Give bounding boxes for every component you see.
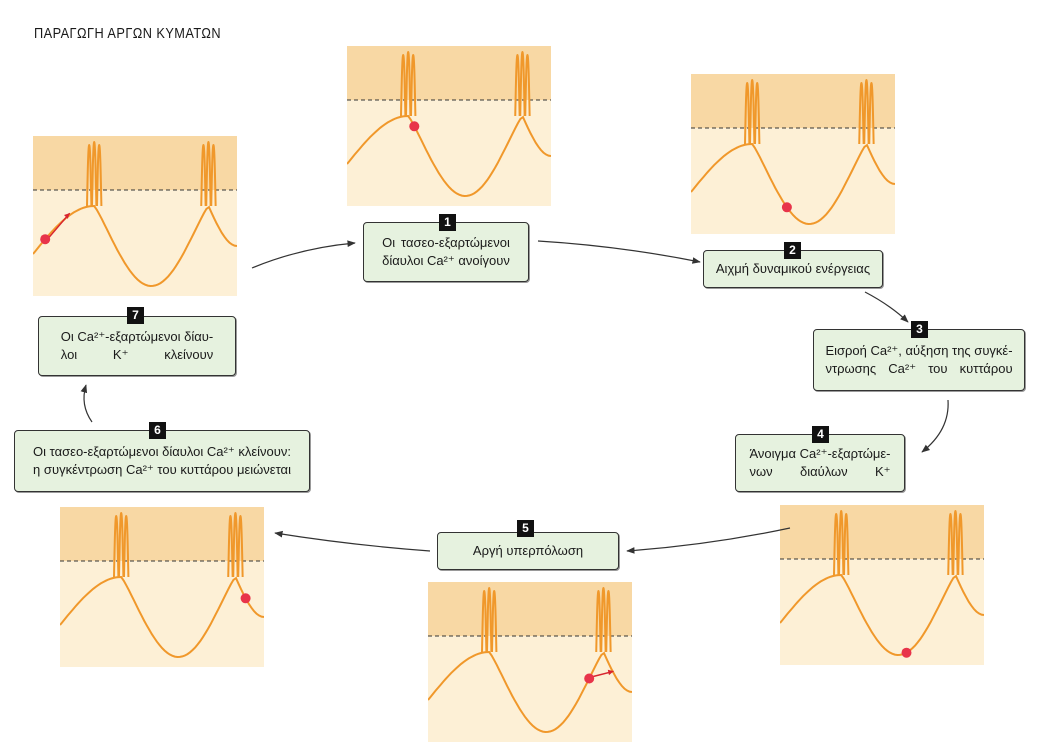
step-7-box: Οι Ca²⁺-εξαρτώμενοι δίαυ-λοι K⁺ κλείνουν [38, 316, 236, 376]
step-3-box: Εισροή Ca²⁺, αύξηση της συγκέ-ντρωσης Ca… [813, 329, 1025, 391]
arrow-3-to-4 [921, 399, 949, 453]
waveform-svg [347, 46, 551, 206]
phase-marker [584, 673, 595, 684]
spike-mark [491, 589, 498, 653]
slow-wave-line [428, 650, 632, 734]
waveform-panel-step-7 [33, 136, 237, 296]
spike-mark [91, 140, 98, 207]
spike-mark [754, 81, 761, 145]
trend-arrow-head [607, 669, 614, 676]
waveform-svg [691, 74, 895, 234]
step-4-line-1: Άνοιγμα Ca²⁺-εξαρτώμε- [749, 446, 891, 462]
spike-mark [833, 512, 840, 576]
spike-mark [600, 586, 607, 653]
spike-mark [843, 512, 850, 576]
spike-mark [744, 81, 751, 145]
spike-mark [952, 509, 959, 576]
waveform-panel-step-6 [60, 507, 264, 667]
spike-mark [863, 78, 870, 145]
phase-marker [901, 647, 912, 658]
arrow-1-to-2 [537, 240, 701, 264]
spike-mark [858, 81, 865, 145]
waveform-panel-step-5 [428, 582, 632, 742]
step-2-badge: 2 [784, 242, 801, 259]
spike-mark [113, 514, 120, 578]
spike-mark [838, 509, 845, 576]
spike-mark [118, 511, 125, 578]
arrow-7-to-1 [251, 240, 356, 269]
spike-mark [957, 512, 964, 576]
waveform-panel-step-2 [691, 74, 895, 234]
phase-marker [240, 593, 251, 604]
spike-mark [400, 53, 407, 117]
slow-wave-line [60, 575, 264, 659]
phase-marker [781, 202, 792, 213]
step-3-line-1: Εισροή Ca²⁺, αύξηση της συγκέ- [825, 343, 1013, 359]
spike-mark [86, 143, 93, 207]
spike-mark [519, 50, 526, 117]
spike-mark [123, 514, 130, 578]
waveform-svg [33, 136, 237, 296]
step-7-line-2: λοι K⁺ κλείνουν [60, 347, 214, 362]
arrow-5-to-6 [274, 530, 431, 552]
step-4-box: Άνοιγμα Ca²⁺-εξαρτώμε-νων διαύλων K⁺ [735, 434, 905, 492]
spike-mark [605, 589, 612, 653]
spike-mark [232, 511, 239, 578]
step-1-badge: 1 [439, 214, 456, 231]
step-6-badge: 6 [149, 422, 166, 439]
step-6-box: Οι τασεο-εξαρτώμενοι δίαυλοι Ca²⁺ κλείνο… [14, 430, 310, 492]
waveform-panel-step-4 [780, 505, 984, 665]
step-2-line-1: Αιχμή δυναμικού ενέργειας [715, 261, 871, 277]
spike-mark [410, 53, 417, 117]
step-4-line-2: νων διαύλων K⁺ [749, 464, 891, 479]
phase-marker [409, 121, 420, 132]
step-5-box: Αργή υπερπόλωση [437, 532, 619, 570]
spike-mark [514, 53, 521, 117]
step-1-line-1: Οι τασεο-εξαρτώμενοι [382, 235, 510, 251]
slow-wave-line [347, 114, 551, 198]
step-4-badge: 4 [812, 426, 829, 443]
step-5-badge: 5 [517, 520, 534, 537]
step-3-badge: 3 [911, 321, 928, 338]
step-3-line-2: ντρωσης Ca²⁺ του κυττάρου [825, 361, 1013, 376]
waveform-svg [60, 507, 264, 667]
step-5-line-1: Αργή υπερπόλωση [472, 543, 584, 559]
trend-arrow-head [64, 213, 70, 219]
slow-wave-line [780, 573, 984, 657]
phase-marker [40, 234, 51, 245]
step-1-line-2: δίαυλοι Ca²⁺ ανοίγουν [382, 253, 510, 268]
spike-mark [405, 50, 412, 117]
page-title: ΠΑΡΑΓΩΓΗ ΑΡΓΩΝ ΚΥΜΑΤΩΝ [34, 26, 222, 42]
spike-mark [524, 53, 531, 117]
spike-mark [96, 143, 103, 207]
step-6-line-2: η συγκέντρωση Ca²⁺ του κυττάρου μειώνετα… [33, 462, 291, 477]
step-1-box: Οι τασεο-εξαρτώμενοι δίαυλοι Ca²⁺ ανοίγου… [363, 222, 529, 282]
step-7-badge: 7 [127, 307, 144, 324]
slow-wave-line [691, 142, 895, 226]
arrow-4-to-5 [626, 527, 791, 554]
spike-mark [237, 514, 244, 578]
spike-mark [205, 140, 212, 207]
spike-mark [947, 512, 954, 576]
arrow-2-to-3 [864, 291, 909, 323]
waveform-svg [428, 582, 632, 742]
spike-mark [749, 78, 756, 145]
step-6-line-1: Οι τασεο-εξαρτώμενοι δίαυλοι Ca²⁺ κλείνο… [33, 444, 291, 460]
spike-mark [481, 589, 488, 653]
waveform-svg [780, 505, 984, 665]
spike-mark [868, 81, 875, 145]
spike-mark [227, 514, 234, 578]
spike-mark [210, 143, 217, 207]
step-7-line-1: Οι Ca²⁺-εξαρτώμενοι δίαυ- [60, 329, 214, 345]
arrow-6-to-7 [80, 384, 93, 423]
spike-mark [595, 589, 602, 653]
spike-mark [486, 586, 493, 653]
spike-mark [200, 143, 207, 207]
waveform-panel-step-1 [347, 46, 551, 206]
